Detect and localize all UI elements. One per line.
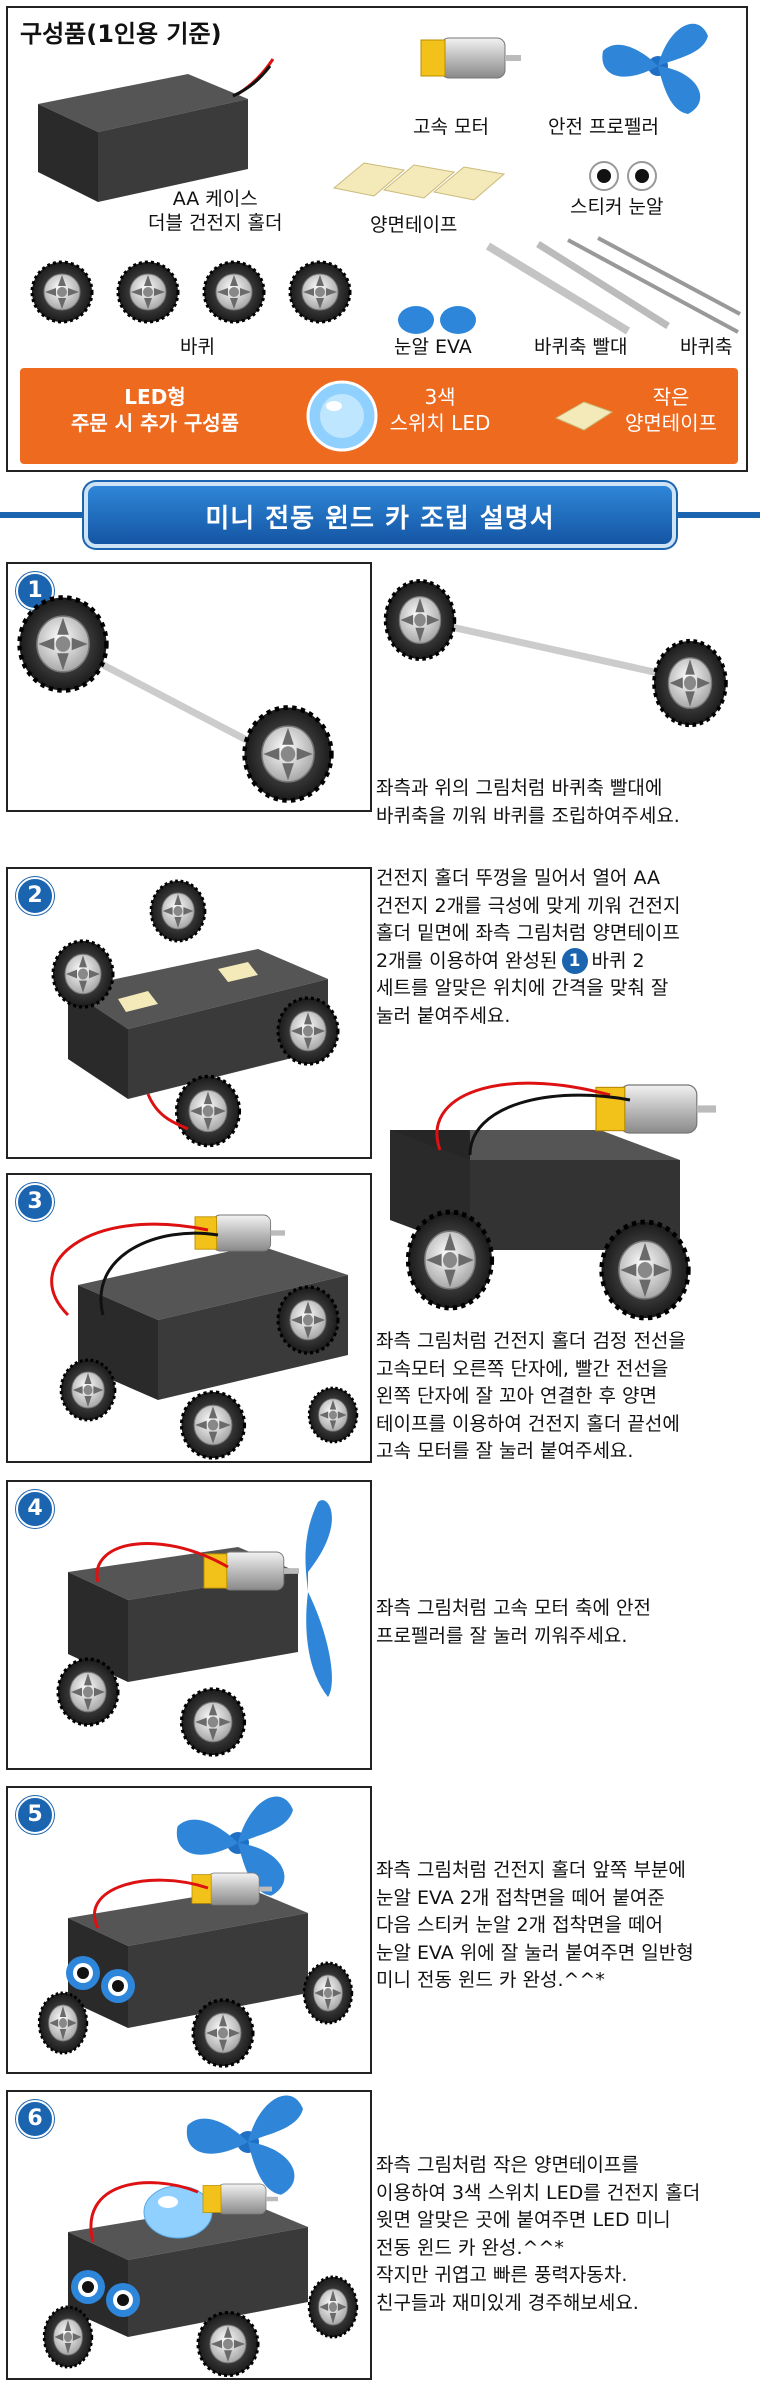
step-1-axle-image (383, 579, 735, 725)
eyes-image (589, 161, 657, 191)
battery-holder-label: AA 케이스 더블 건전지 홀더 (148, 188, 283, 234)
tape-image (332, 162, 506, 201)
step-1-reference-badge: 1 (561, 948, 588, 975)
motor-label: 고속 모터 (413, 116, 489, 138)
step-3-image: 3 (6, 1173, 372, 1463)
led-addon-bar: LED형 주문 시 추가 구성품 3색 스위치 LED 작은 양면테이프 (20, 368, 738, 464)
wheels-image (30, 260, 352, 324)
small-tape-label: 작은 양면테이프 (625, 385, 717, 435)
step-6-image: 6 (6, 2090, 372, 2380)
step-3-side-image (390, 1081, 717, 1315)
led-label: 3색 스위치 LED (389, 385, 491, 435)
step-2-image: 2 (6, 867, 372, 1159)
step-1-text: 좌측과 위의 그림처럼 바퀴축 빨대에 바퀴축을 끼워 바퀴를 조립하여주세요. (376, 777, 680, 827)
led-image (306, 380, 378, 452)
wheels-label: 바퀴 (180, 336, 215, 358)
step-4-image: 4 (6, 1480, 372, 1770)
step-5-text: 좌측 그림처럼 건전지 홀더 앞쪽 부분에 눈알 EVA 2개 접착면을 떼어 … (376, 1859, 694, 1992)
step-4-number: 4 (16, 1490, 54, 1528)
instructions-banner: 미니 전동 윈드 카 조립 설명서 (88, 486, 672, 544)
step-5-number: 5 (16, 1796, 54, 1834)
step-5-image: 5 (6, 1786, 372, 2074)
step-1-image: 1 (6, 562, 372, 812)
step-3-number: 3 (16, 1183, 54, 1221)
axle-label: 바퀴축 (680, 336, 733, 358)
eva-label: 눈알 EVA (394, 336, 472, 358)
led-addon-title: LED형 주문 시 추가 구성품 (70, 385, 240, 435)
axle-straws-image (485, 236, 741, 335)
step-2-text: 건전지 홀더 뚜껑을 밀어서 열어 AA 건전지 2개를 극성에 맞게 끼워 건… (376, 867, 681, 1027)
step-4-text: 좌측 그림처럼 고속 모터 축에 안전 프로펠러를 잘 눌러 끼워주세요. (376, 1597, 651, 1647)
small-tape-image (554, 401, 614, 431)
eva-image (398, 306, 476, 334)
eyes-label: 스티커 눈알 (570, 196, 664, 218)
step-2-number: 2 (16, 877, 54, 915)
parts-panel: 구성품(1인용 기준) AA 케이스 더블 건전지 홀더 고속 모터 안전 프로… (6, 6, 748, 472)
battery-holder-image (38, 58, 275, 202)
propeller-label: 안전 프로펠러 (548, 116, 659, 138)
parts-title: 구성품(1인용 기준) (20, 20, 222, 48)
step-6-number: 6 (16, 2100, 54, 2138)
step-6-text: 좌측 그림처럼 작은 양면테이프를 이용하여 3색 스위치 LED를 건전지 홀… (376, 2154, 701, 2314)
step-3-text: 좌측 그림처럼 건전지 홀더 검정 전선을 고속모터 오른쪽 단자에, 빨간 전… (376, 1330, 686, 1463)
straw-label: 바퀴축 빨대 (534, 336, 628, 358)
tape-label: 양면테이프 (370, 214, 458, 236)
motor-image (420, 37, 522, 79)
banner-title: 미니 전동 윈드 카 조립 설명서 (205, 504, 555, 534)
